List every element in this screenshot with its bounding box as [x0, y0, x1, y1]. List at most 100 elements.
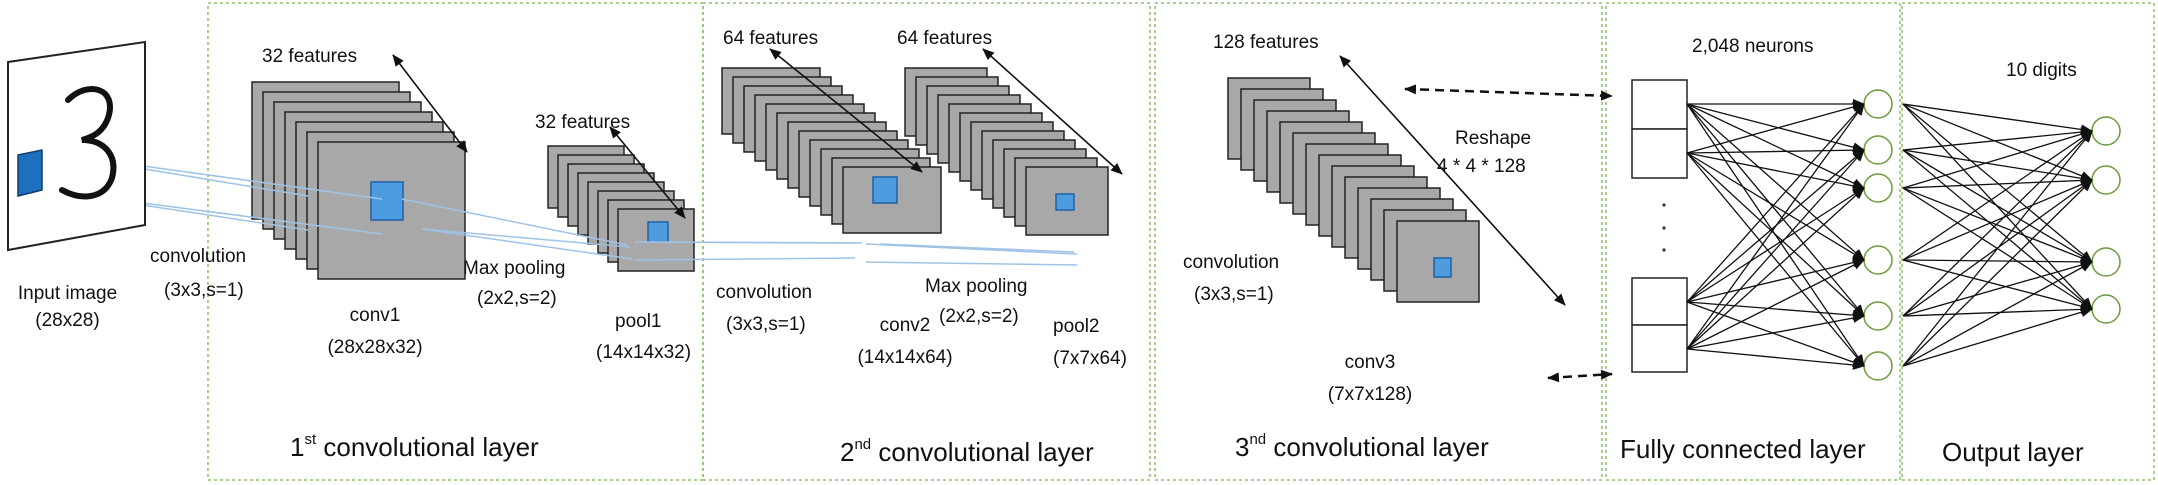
conv1-name: conv1 — [349, 305, 401, 326]
input-image-size: (28x28) — [35, 310, 100, 331]
output-connection — [1902, 260, 2093, 317]
conv2-op-param: (3x3,s=1) — [726, 314, 806, 335]
hidden-neuron — [1863, 173, 1893, 203]
output-connection — [1902, 304, 2093, 317]
output-connection — [1902, 187, 2093, 263]
fc-connection — [1686, 145, 1865, 156]
fc-connection — [1686, 152, 1865, 367]
kernel-square — [647, 221, 669, 243]
output-neuron — [2091, 116, 2121, 146]
output-title: Output layer — [1942, 437, 2084, 467]
section-frames — [207, 2, 2155, 481]
output-connection — [1902, 130, 2093, 261]
output-digits-label: 10 digits — [2006, 60, 2077, 81]
reshape-bottom-arrow — [1547, 369, 1613, 383]
conv3-features-label: 128 features — [1213, 32, 1319, 53]
conv2-size: (14x14x64) — [857, 347, 953, 368]
pool2-size: (7x7x64) — [1053, 348, 1127, 369]
reshape-box-bottom-1 — [1631, 277, 1688, 326]
output-connection — [1902, 127, 2093, 151]
kernel-square — [370, 181, 404, 221]
output-connection — [1902, 103, 2093, 135]
connection-line — [421, 228, 633, 260]
ellipsis-dot — [1662, 226, 1666, 230]
connection-line — [865, 243, 1078, 255]
conv1-features-label: 32 features — [262, 46, 358, 67]
output-neuron — [2091, 165, 2121, 195]
input-image-label: Input image — [17, 283, 118, 304]
pool1-name: pool1 — [615, 311, 662, 332]
output-connection — [1902, 103, 2093, 263]
pool1-features-label: 32 features — [535, 112, 631, 133]
pool2-op-param: (2x2,s=2) — [939, 306, 1019, 327]
feature-depth-arrow — [982, 48, 1123, 175]
frame-fully-connected — [1605, 2, 1901, 481]
connection-line — [865, 261, 1078, 266]
stage2-title: 2nd convolutional layer — [840, 436, 1094, 467]
output-neuron — [2091, 294, 2121, 324]
output-connection — [1902, 149, 2093, 310]
hidden-neuron — [1863, 351, 1893, 381]
fc-connection — [1686, 313, 1865, 350]
fc-connection — [1686, 103, 1865, 350]
pool2-op-label: Max pooling — [925, 276, 1028, 297]
hidden-neuron — [1863, 135, 1893, 165]
output-connection — [1902, 307, 2093, 367]
frame-conv-layer-3 — [1154, 2, 1603, 481]
feature-depth-arrow — [769, 48, 923, 173]
output-connection — [1902, 130, 2093, 317]
fc-connection — [1686, 187, 1865, 350]
output-connection — [1902, 179, 2093, 367]
connection-line — [645, 241, 863, 244]
conv1-op-param: (3x3,s=1) — [164, 280, 244, 301]
output-connection — [1902, 130, 2093, 367]
fc-connection — [1686, 103, 1865, 317]
fully-connected-network — [1631, 79, 2121, 381]
output-connection — [1902, 259, 2093, 312]
dimension-arrows — [392, 48, 1613, 383]
kernel-square — [872, 176, 898, 204]
fc-connection — [1686, 102, 1865, 154]
reshape-dims: 4 * 4 * 128 — [1437, 156, 1526, 177]
connection-line — [634, 257, 856, 261]
conv2-features-label: 64 features — [723, 28, 819, 49]
conv1-size: (28x28x32) — [327, 337, 423, 358]
receptive-field-lines — [41, 151, 1078, 266]
fc-connection — [1686, 103, 1865, 303]
hidden-neuron — [1863, 245, 1893, 275]
ellipsis-dot — [1662, 203, 1666, 207]
conv3-size: (7x7x128) — [1327, 384, 1413, 405]
fc-connection — [1686, 103, 1865, 189]
output-connection — [1902, 149, 2093, 263]
reshape-box-top-1 — [1631, 79, 1688, 130]
frame-output-layer — [1901, 2, 2155, 481]
connection-line — [421, 228, 631, 248]
output-connection — [1902, 175, 2093, 189]
output-connection — [1902, 103, 2093, 181]
fc-connection — [1686, 301, 1865, 367]
pool2-features-label: 64 features — [897, 28, 993, 49]
reshape-label: Reshape — [1455, 128, 1532, 149]
conv2-name: conv2 — [879, 315, 931, 336]
fc-connection — [1686, 259, 1865, 350]
ellipsis-dot — [1662, 248, 1666, 252]
conv3-name: conv3 — [1344, 352, 1396, 373]
output-connection — [1902, 149, 2093, 184]
frame-conv-layer-2 — [702, 2, 1151, 481]
pool1-op-param: (2x2,s=2) — [477, 288, 557, 309]
feature-depth-arrow — [1339, 55, 1566, 306]
stage1-title: 1st convolutional layer — [290, 431, 539, 462]
reshape-box-top-2 — [1631, 128, 1688, 179]
connection-line — [879, 243, 1075, 253]
output-connection — [1902, 256, 2093, 267]
kernel-square — [1055, 193, 1075, 211]
fc-connection — [1686, 152, 1865, 261]
output-connection — [1902, 129, 2093, 189]
fc-connection — [1686, 301, 1865, 321]
output-connection — [1902, 179, 2093, 261]
conv1-stack — [251, 81, 466, 280]
input-kernel — [17, 149, 43, 197]
fc-connection — [1686, 348, 1865, 370]
fc-connection — [1686, 187, 1865, 303]
handwritten-digit — [59, 86, 117, 200]
